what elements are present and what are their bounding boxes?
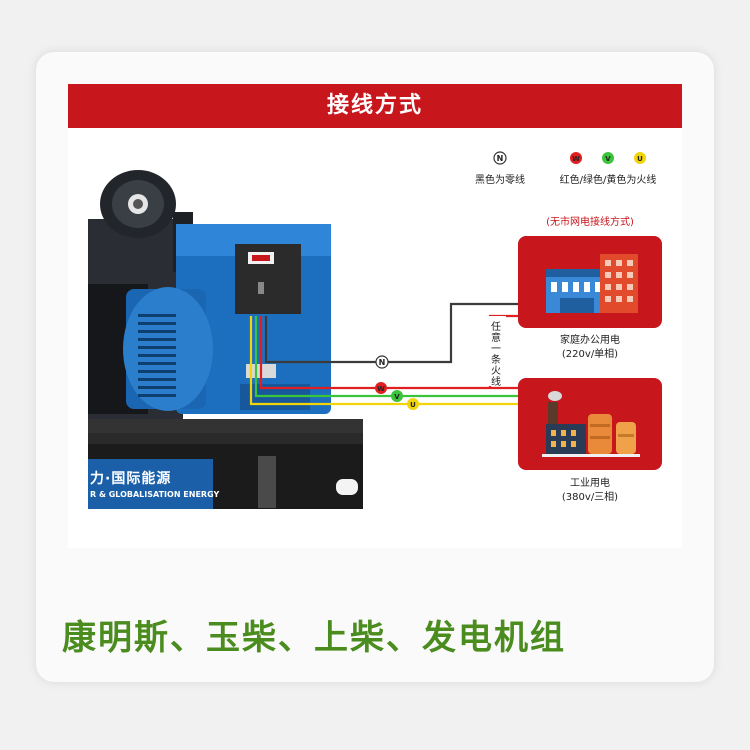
wiring-panel: 接线方式 — [68, 84, 682, 548]
any-line-label: 任意一条火线 — [486, 316, 506, 388]
marker-u — [407, 398, 419, 410]
any-line-text: 任意一条火线 — [491, 320, 501, 388]
wire-markers: N W V U — [375, 355, 419, 410]
generator-illustration — [88, 170, 363, 509]
page-title: 接线方式 — [68, 84, 682, 128]
industrial-box — [518, 378, 662, 470]
wire-neutral — [264, 302, 520, 364]
marker-w — [375, 382, 387, 394]
marker-n — [375, 355, 389, 369]
legend-neutral-dot — [493, 151, 507, 165]
factory-icon — [542, 391, 640, 457]
legend-w-dot — [570, 152, 582, 164]
legend-neutral-letter: N — [497, 154, 504, 163]
household-label: 家庭办公用电 — [560, 333, 620, 346]
marker-w-label: W — [377, 385, 385, 393]
wire-green — [254, 316, 520, 398]
legend-phase-text: 红色/绿色/黄色为火线 — [560, 173, 657, 186]
legend: N W V U 黑色为零线 红色/绿色/黄色为火线 — [475, 151, 657, 186]
marker-v — [391, 390, 403, 402]
household-spec: (220v/单相) — [562, 347, 618, 360]
industrial-label: 工业用电 — [570, 476, 610, 489]
legend-neutral-text: 黑色为零线 — [475, 173, 525, 186]
brand-en: R & GLOBALISATION ENERGY — [90, 490, 220, 499]
brand-cn: 力·国际能源 — [90, 471, 172, 487]
no-grid-label: (无市网电接线方式) — [546, 215, 634, 228]
household-box — [518, 236, 662, 328]
legend-w-letter: W — [572, 155, 580, 163]
industrial-spec: (380v/三相) — [562, 490, 618, 503]
legend-u-letter: U — [637, 155, 643, 163]
product-caption: 康明斯、玉柴、上柴、发电机组 — [62, 618, 566, 658]
wire-yellow — [249, 316, 520, 406]
marker-n-label: N — [379, 358, 386, 367]
legend-v-letter: V — [605, 155, 611, 163]
wire-red — [259, 316, 490, 390]
marker-u-label: U — [410, 401, 416, 409]
legend-u-dot — [634, 152, 646, 164]
office-building-icon — [546, 254, 638, 313]
brand-plate — [88, 459, 213, 509]
marker-v-label: V — [394, 393, 400, 401]
legend-v-dot — [602, 152, 614, 164]
wiring-diagram: N W V U N W V U 黑色为零线 红色/绿色/黄色为火线 (无市网电接… — [88, 151, 662, 509]
